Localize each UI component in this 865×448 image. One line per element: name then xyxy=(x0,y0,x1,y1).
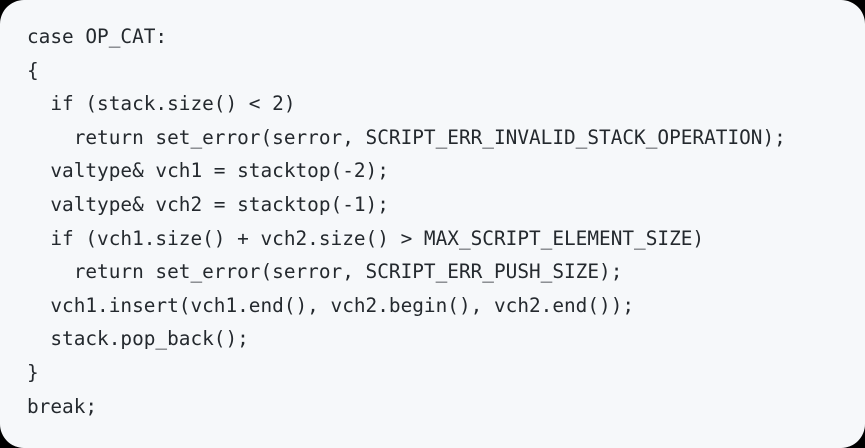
code-snippet: case OP_CAT: { if (stack.size() < 2) ret… xyxy=(27,25,786,418)
